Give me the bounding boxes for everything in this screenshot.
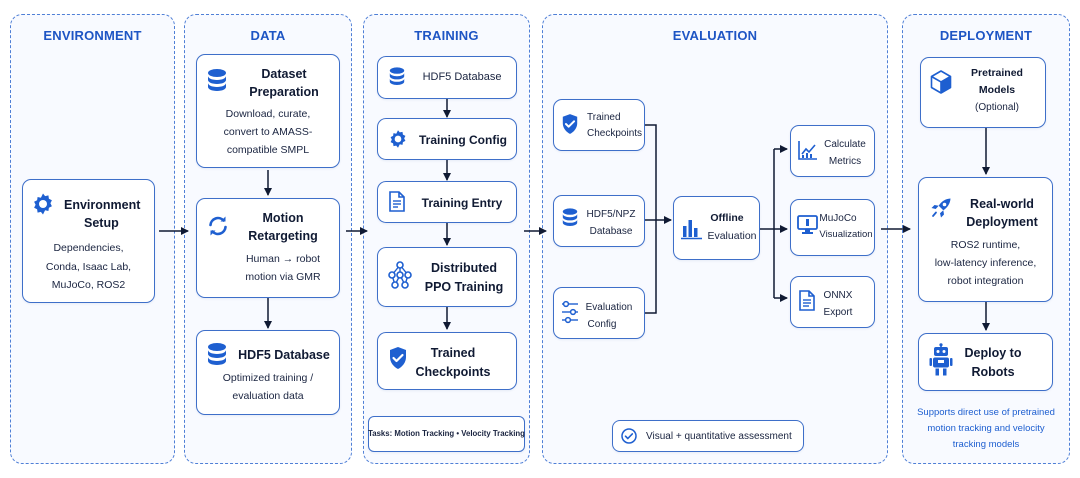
database-icon [389,66,405,93]
realworld-deployment-title-1: Real-world [970,197,1034,211]
deployment-note-3: tracking models [952,439,1020,450]
dataset-preparation-desc-3: compatible SMPL [226,144,310,156]
ppo-training-title-1: Distributed [431,261,497,275]
shield-check-icon [388,346,408,375]
gear-icon [31,192,55,221]
deployment-title: DEPLOYMENT [939,28,1033,43]
pretrained-models-card [920,57,1046,128]
file-icon [799,290,815,316]
offline-evaluation-card [673,196,760,260]
assessment-label: Visual + quantitative assessment [646,431,792,442]
calculate-metrics-label-1: Calculate [824,139,866,150]
sliders-icon [561,300,579,329]
motion-retargeting-title-2: Retargeting [248,229,318,243]
environment-setup-title-2: Setup [84,216,119,230]
motion-retargeting-desc-1: Human → robot [245,253,321,265]
environment-setup-desc-3: MuJoCo, ROS2 [51,279,126,291]
document-icon [389,191,405,217]
deployment-note-2: motion tracking and velocity [927,423,1045,434]
dataset-preparation-desc-1: Download, curate, [225,108,311,120]
realworld-deployment-desc-2: low-latency inference, [934,257,1037,269]
assessment-box [612,420,804,452]
eval-database-label-1: HDF5/NPZ [586,209,636,220]
data-title: DATA [250,28,286,43]
training-checkpoints-title-1: Trained [430,346,476,360]
network-icon [387,260,413,295]
environment-title: ENVIRONMENT [43,28,142,43]
data-hdf5-desc-2: evaluation data [232,390,304,402]
deploy-robots-title-2: Robots [971,365,1015,379]
training-tasks-box [368,416,525,452]
eval-config-label-1: Evaluation [585,302,633,313]
dataset-preparation-title-1: Dataset [261,67,307,81]
training-title: TRAINING [414,28,479,43]
check-circle-icon [621,428,637,449]
realworld-deployment-desc-3: robot integration [947,275,1024,287]
motion-retargeting-title-1: Motion [262,211,304,225]
pretrained-models-title-1: Pretrained [971,67,1023,79]
database-icon [562,207,578,234]
bar-chart-icon [681,216,703,245]
dataset-preparation-desc-2: convert to AMASS- [223,126,313,138]
motion-retargeting-card [196,198,340,298]
database-icon [207,68,227,99]
realworld-deployment-title-2: Deployment [966,215,1038,229]
eval-database-card [553,195,645,247]
pretrained-models-title-3: (Optional) [975,102,1019,113]
database-icon [207,342,227,373]
deploy-robots-title-1: Deploy to [964,346,1022,360]
onnx-export-card [790,276,875,328]
calculate-metrics-label-2: Metrics [828,156,862,167]
mujoco-visualization-label-1: MuJoCo [819,213,857,224]
training-checkpoints-title-2: Checkpoints [415,365,491,379]
shield-check-icon [561,113,579,140]
data-hdf5-title: HDF5 Database [238,348,330,362]
sync-icon [206,214,230,243]
environment-setup-desc-2: Conda, Isaac Lab, [45,261,132,273]
training-config-label: Training Config [419,133,507,147]
eval-checkpoints-label-1: Trained [587,112,621,123]
onnx-export-label-2: Export [823,307,853,318]
evaluation-title: EVALUATION [672,28,758,43]
data-hdf5-desc-1: Optimized training / [222,372,314,384]
dataset-preparation-title-2: Preparation [249,85,319,99]
line-chart-icon [798,140,818,165]
gear-icon [388,129,408,154]
cube-icon [930,70,952,99]
eval-config-label-2: Config [587,319,617,330]
deployment-note-1: Supports direct use of pretrained [917,407,1055,418]
ppo-training-title-2: PPO Training [424,280,504,294]
training-entry-label: Training Entry [421,196,503,210]
eval-checkpoints-label-2: Checkpoints [587,128,643,139]
motion-retargeting-desc-2: motion via GMR [245,271,321,283]
eval-config-card [553,287,645,339]
mujoco-visualization-label-2: Visualization [819,229,873,240]
realworld-deployment-desc-1: ROS2 runtime, [950,239,1021,251]
realworld-deployment-card [918,177,1053,302]
rocket-icon [930,197,952,224]
environment-setup-desc-1: Dependencies, [53,242,124,254]
training-tasks-label: Tasks: Motion Tracking • Velocity Tracki… [368,429,525,438]
monitor-icon [797,215,818,240]
onnx-export-label-1: ONNX [823,290,853,301]
offline-evaluation-title-2: Evaluation [707,230,757,242]
eval-database-label-2: Database [589,226,633,237]
offline-evaluation-title-1: Offline [710,212,744,224]
environment-setup-title-1: Environment [64,198,141,212]
training-hdf5-label: HDF5 Database [422,71,502,83]
robot-icon [929,343,953,382]
pretrained-models-title-2: Models [978,84,1016,96]
